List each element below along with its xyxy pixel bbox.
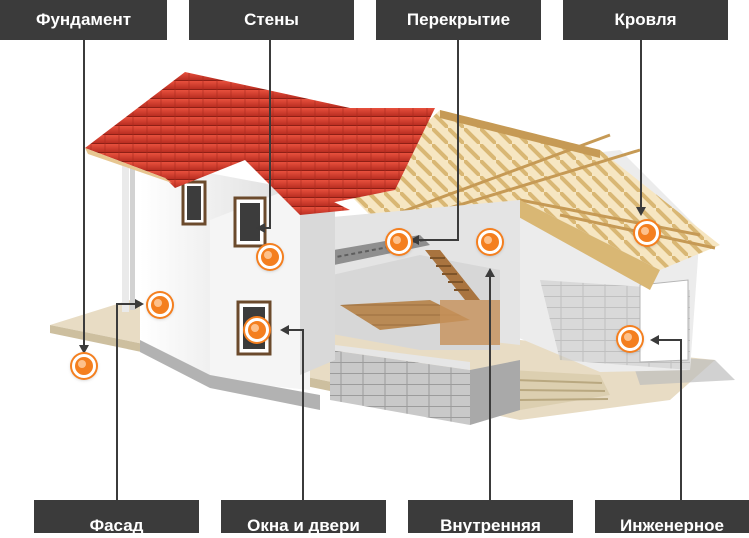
- label-foundation[interactable]: Фундамент: [0, 0, 167, 40]
- upper-window-right: [233, 196, 267, 248]
- label-engineering[interactable]: Инженерное: [595, 500, 749, 533]
- label-floor-slab[interactable]: Перекрытие: [376, 0, 541, 40]
- hotspot-windows-doors[interactable]: [245, 318, 269, 342]
- upper-window-left: [181, 180, 207, 226]
- staircase: [425, 250, 500, 345]
- hotspot-interior[interactable]: [478, 230, 502, 254]
- hotspot-engineering[interactable]: [618, 327, 642, 351]
- label-interior[interactable]: Внутренняя: [408, 500, 573, 533]
- hotspot-floor-slab[interactable]: [387, 230, 411, 254]
- hotspot-foundation[interactable]: [72, 354, 96, 378]
- interior-cutaway: [300, 200, 520, 425]
- hotspot-roofing[interactable]: [635, 221, 659, 245]
- label-walls[interactable]: Стены: [189, 0, 354, 40]
- label-facade[interactable]: Фасад: [34, 500, 199, 533]
- hotspot-facade[interactable]: [148, 293, 172, 317]
- label-windows-doors[interactable]: Окна и двери: [221, 500, 386, 533]
- hotspot-walls[interactable]: [258, 245, 282, 269]
- label-roofing[interactable]: Кровля: [563, 0, 728, 40]
